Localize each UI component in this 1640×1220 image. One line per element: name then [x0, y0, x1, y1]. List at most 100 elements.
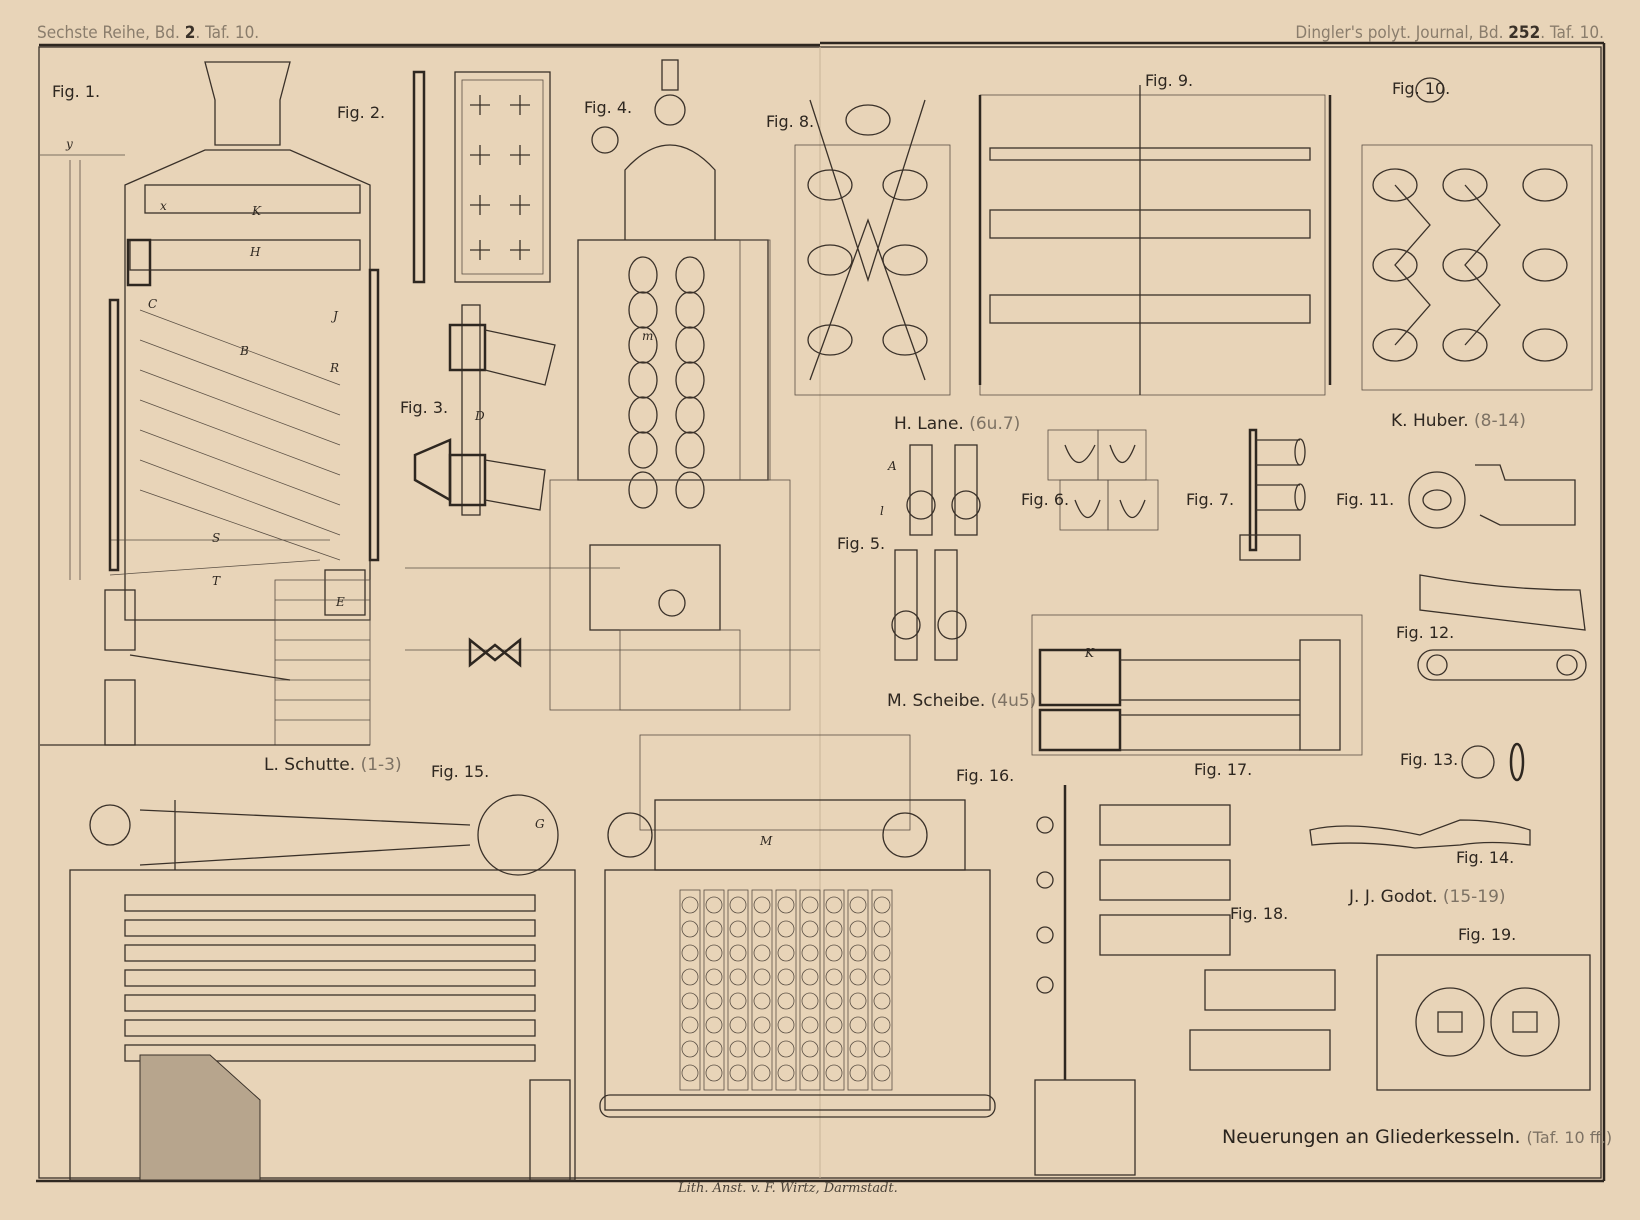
tube-section	[729, 1064, 747, 1082]
author-schutte: L. Schutte. (1-3)	[264, 755, 402, 775]
tube-section	[729, 968, 747, 986]
fig-14-label: Fig. 14.	[1456, 848, 1514, 867]
tube-section	[705, 1040, 723, 1058]
fig-5-label: Fig. 5.	[837, 534, 885, 553]
tube-section	[681, 1064, 699, 1082]
tube-section	[801, 1016, 819, 1034]
tube-section	[705, 992, 723, 1010]
tube-section	[705, 1016, 723, 1034]
tube-section	[849, 992, 867, 1010]
tube-section	[705, 944, 723, 962]
fig-3-drawing: D	[413, 304, 556, 516]
fig-11-label: Fig. 11.	[1336, 490, 1394, 509]
tube-section	[705, 920, 723, 938]
tube-section	[705, 896, 723, 914]
fig-5-drawing: A l	[880, 444, 981, 661]
tube-column	[775, 889, 797, 1091]
tube-section	[849, 944, 867, 962]
label-letter: S	[212, 531, 220, 545]
plate-title: Neuerungen an Gliederkesseln. (Taf. 10 f…	[1222, 1126, 1612, 1148]
fig-16-drawing: M	[599, 734, 996, 1118]
tube-section	[849, 968, 867, 986]
tube-section	[753, 920, 771, 938]
fig-12-drawing	[1417, 574, 1587, 681]
tube-section	[849, 896, 867, 914]
tube-section	[873, 944, 891, 962]
tube-section	[849, 1040, 867, 1058]
fig-17-drawing: K	[1031, 614, 1363, 756]
label-letter: m	[642, 329, 653, 343]
label-letter: x	[160, 199, 167, 213]
label-letter: C	[148, 297, 157, 311]
tube-section	[681, 1016, 699, 1034]
tube-column	[751, 889, 773, 1091]
fig-16-label: Fig. 16.	[956, 766, 1014, 785]
tube-column	[871, 889, 893, 1091]
fig-13-label: Fig. 13.	[1400, 750, 1458, 769]
tube-section	[801, 944, 819, 962]
lithographer-imprint: Lith. Anst. v. F. Wirtz, Darmstadt.	[677, 1181, 898, 1196]
label-letter: y	[65, 137, 73, 151]
author-huber: K. Huber. (8-14)	[1391, 411, 1526, 431]
tube-section	[753, 896, 771, 914]
tube-section	[873, 1040, 891, 1058]
fig-6-drawing	[1047, 429, 1159, 531]
fig-15-drawing: G	[69, 794, 576, 1181]
tube-section	[681, 920, 699, 938]
tube-section	[777, 944, 795, 962]
tube-section	[777, 992, 795, 1010]
author-godot: J. J. Godot. (15-19)	[1348, 887, 1506, 907]
label-letter: K	[1084, 646, 1095, 660]
fig-7-drawing	[1239, 428, 1306, 561]
tube-section	[873, 968, 891, 986]
tube-section	[849, 1016, 867, 1034]
tube-column	[799, 889, 821, 1091]
tube-section	[825, 1016, 843, 1034]
tube-section	[849, 920, 867, 938]
label-letter: T	[212, 574, 221, 588]
tube-section	[825, 920, 843, 938]
tube-section	[681, 1040, 699, 1058]
tube-section	[825, 1040, 843, 1058]
tube-section	[777, 920, 795, 938]
tube-section	[825, 968, 843, 986]
tube-section	[777, 1064, 795, 1082]
fig-4-drawing: m	[405, 59, 820, 711]
tube-section	[681, 896, 699, 914]
tube-section	[825, 896, 843, 914]
fig-14-drawing	[1309, 819, 1531, 849]
tube-section	[873, 992, 891, 1010]
label-letter: M	[759, 834, 773, 848]
label-letter: D	[474, 409, 485, 423]
fig-17-label: Fig. 17.	[1194, 760, 1252, 779]
fig-2-label: Fig. 2.	[337, 103, 385, 122]
tube-section	[801, 920, 819, 938]
tube-section	[873, 1016, 891, 1034]
fig-3-label: Fig. 3.	[400, 398, 448, 417]
fig-11-drawing	[1408, 464, 1576, 529]
fig-9-drawing	[978, 85, 1332, 396]
tube-section	[801, 968, 819, 986]
fig-15-label: Fig. 15.	[431, 762, 489, 781]
label-letter: K	[251, 204, 262, 218]
tube-section	[777, 1016, 795, 1034]
tube-section	[753, 968, 771, 986]
tube-section	[777, 896, 795, 914]
label-letter: l	[880, 504, 884, 518]
tube-column	[847, 889, 869, 1091]
fig-18-drawing	[1034, 785, 1336, 1176]
tube-section	[873, 920, 891, 938]
label-letter: A	[887, 459, 897, 473]
fig-18-label: Fig. 18.	[1230, 904, 1288, 923]
plate-frame	[36, 41, 1606, 1183]
tube-section	[801, 1040, 819, 1058]
fig-9-label: Fig. 9.	[1145, 71, 1193, 90]
journal-header: Dingler's polyt. Journal, Bd. 252. Taf. …	[1295, 23, 1604, 43]
label-letter: J	[330, 309, 339, 323]
tube-section	[873, 896, 891, 914]
fig-6-label: Fig. 6.	[1021, 490, 1069, 509]
tube-section	[729, 1016, 747, 1034]
series-header: Sechste Reihe, Bd. 2. Taf. 10.	[37, 23, 259, 43]
tube-section	[777, 968, 795, 986]
